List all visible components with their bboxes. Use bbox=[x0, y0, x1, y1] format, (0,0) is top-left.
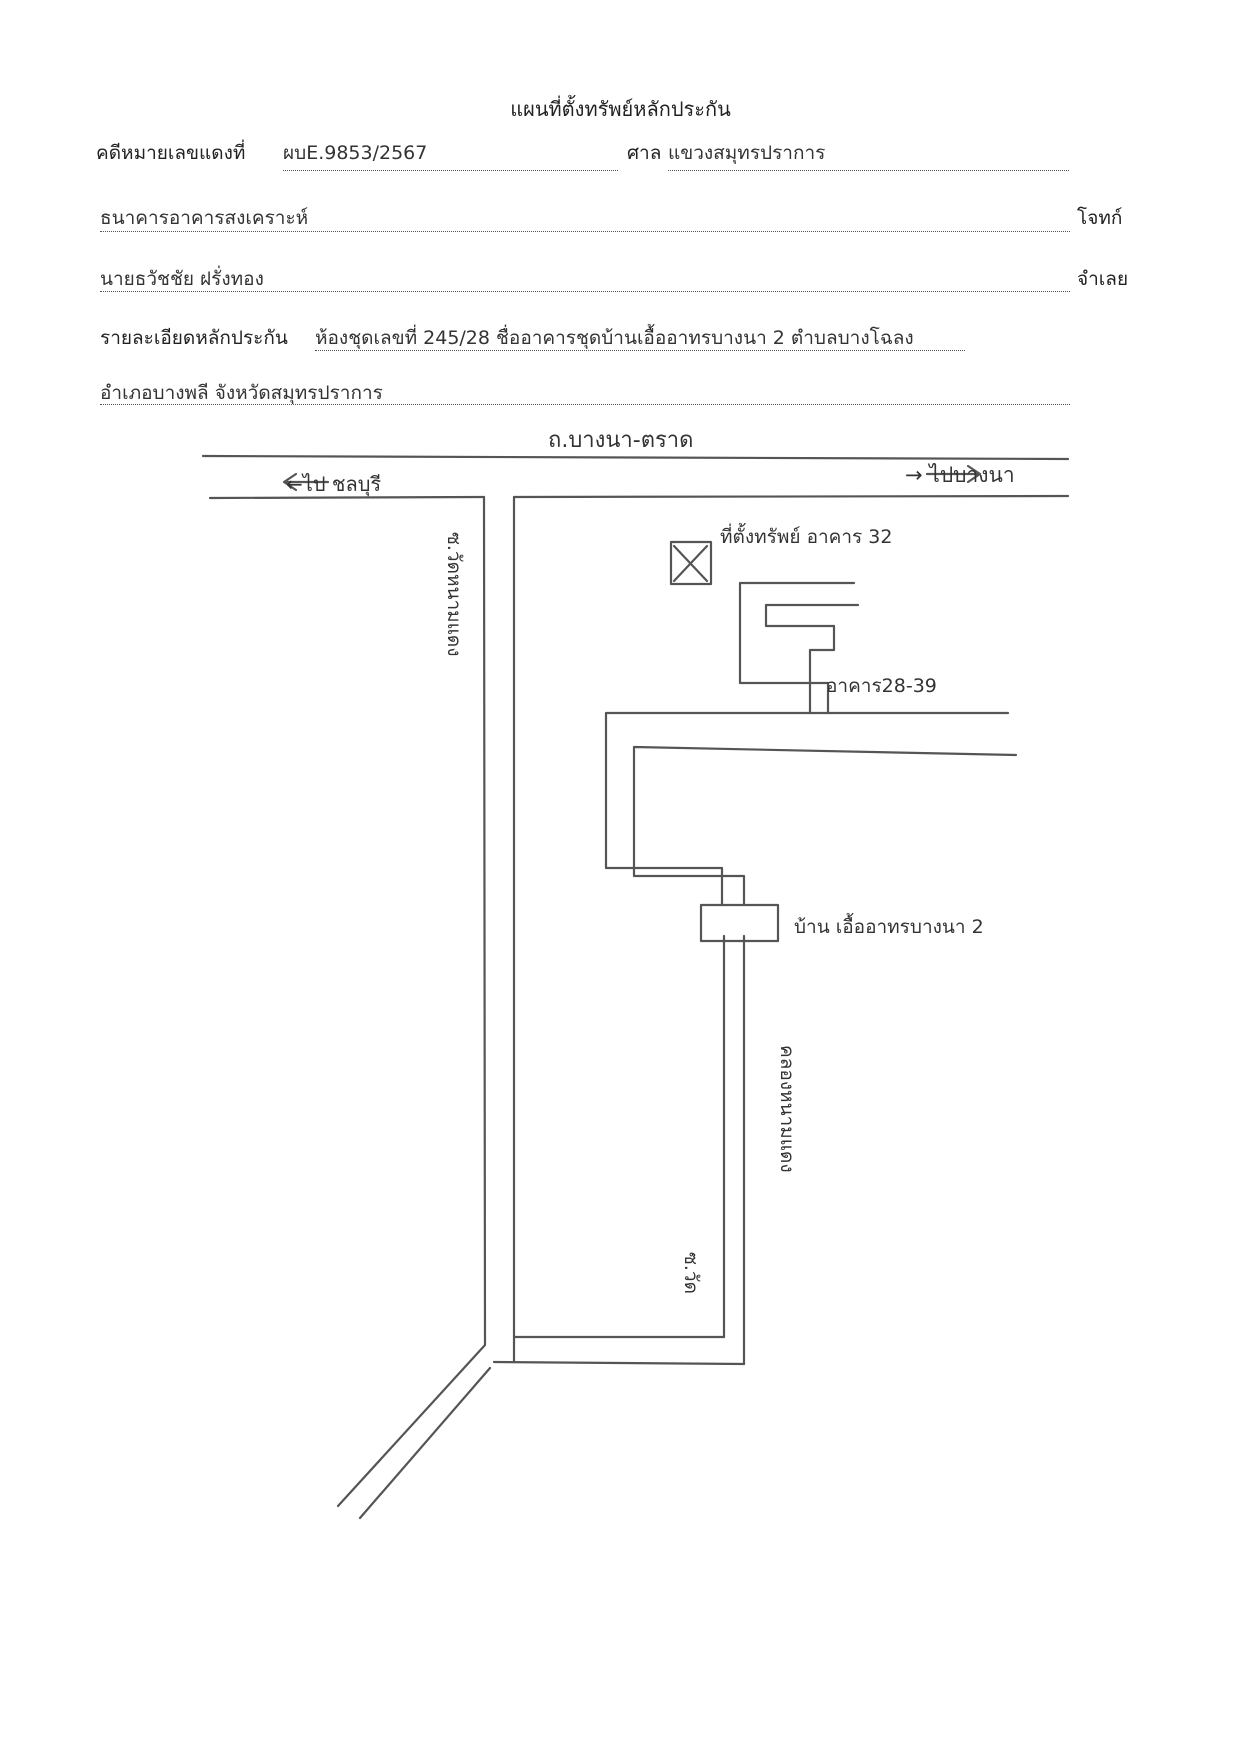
page-title: แผนที่ตั้งทรัพย์หลักประกัน bbox=[510, 97, 731, 121]
property-marker bbox=[669, 540, 713, 586]
to-chonburi-label: ←ไป ชลบุรี bbox=[286, 472, 381, 497]
main-road-bottom-edge-right bbox=[512, 494, 1070, 499]
case-number-value: ผบE.9853/2567 bbox=[283, 142, 428, 164]
building-branch-b bbox=[738, 581, 856, 715]
court-label: ศาล bbox=[627, 142, 662, 164]
dotted-line bbox=[100, 231, 1070, 232]
collateral-label: รายละเอียดหลักประกัน bbox=[100, 327, 288, 349]
plaintiff-value: ธนาคารอาคารสงเคราะห์ bbox=[100, 207, 309, 229]
project-label: บ้าน เอื้ออาทรบางนา 2 bbox=[794, 913, 984, 938]
arrow-left-icon bbox=[282, 472, 330, 492]
collateral-value-1: ห้องชุดเลขที่ 245/28 ชื่ออาคารชุดบ้านเอื… bbox=[315, 327, 914, 349]
soi-bottom-diagonal bbox=[358, 1366, 492, 1520]
main-road-top-edge bbox=[201, 454, 1070, 461]
court-value: แขวงสมุทรปราการ bbox=[668, 142, 826, 164]
building-branch-c bbox=[764, 603, 860, 628]
defendant-label: จำเลย bbox=[1077, 268, 1129, 290]
property-label: ที่ตั้งทรัพย์ อาคาร 32 bbox=[720, 523, 892, 548]
soi-left-outer bbox=[336, 495, 487, 1508]
soi-left-label: ซ.วัดหนามแดง bbox=[443, 532, 465, 657]
defendant-value: นายธวัชชัย ฝรั่งทอง bbox=[100, 268, 264, 290]
bottom-lane-bottom bbox=[492, 1360, 746, 1366]
building-range-label: อาคาร28-39 bbox=[826, 675, 937, 697]
dotted-line bbox=[100, 291, 1070, 292]
to-bangna-label: → ไปบางนา bbox=[905, 463, 1015, 487]
dotted-line bbox=[283, 170, 618, 171]
collateral-value-2: อำเภอบางพลี จังหวัดสมุทรปราการ bbox=[100, 382, 383, 404]
dotted-line bbox=[315, 350, 965, 351]
dotted-line bbox=[100, 404, 1070, 405]
soi-bottom-label: ซ.วัด bbox=[680, 1252, 702, 1294]
building-branch-a bbox=[808, 624, 836, 715]
main-road-bottom-edge-left bbox=[208, 495, 486, 500]
main-road-label: ถ.บางนา-ตราด bbox=[548, 428, 693, 453]
case-number-label: คดีหมายเลขแดงที่ bbox=[96, 142, 246, 164]
plaintiff-label: โจทก์ bbox=[1077, 207, 1123, 229]
property-marker-x bbox=[672, 544, 709, 583]
arrow-right-icon bbox=[925, 464, 982, 484]
canal-label: คลองหนามแดง bbox=[776, 1045, 798, 1173]
dotted-line bbox=[668, 170, 1069, 171]
inner-road-b bbox=[632, 745, 1018, 907]
inner-road-a bbox=[604, 711, 1010, 907]
project-gate bbox=[699, 903, 780, 943]
